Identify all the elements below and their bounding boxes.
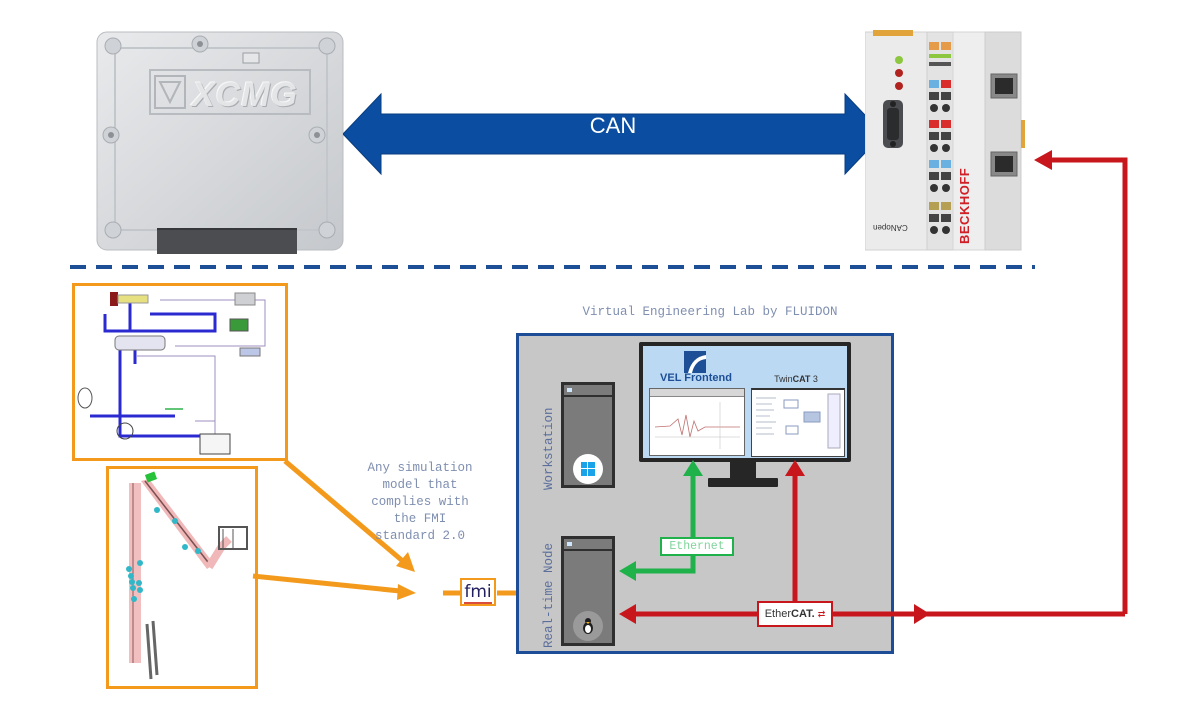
boom-lift-model-image — [126, 471, 248, 680]
ethercat-arrowhead-to-coupler — [1034, 150, 1052, 170]
beckhoff-can-coupler-image: BECKHOFF CANopen — [864, 28, 1027, 254]
ecu-brand-text: XCMG — [192, 76, 298, 114]
signal-plot-thumbnail — [654, 402, 740, 449]
ethercat-arrowhead-right — [914, 604, 930, 624]
caption-line: complies with — [371, 495, 469, 509]
ethernet-arrowhead-left — [619, 561, 636, 581]
caption-line: Any simulation — [367, 461, 473, 475]
ecu-controller-image: XCMG — [95, 30, 345, 254]
twincat-window — [751, 388, 845, 457]
ethernet-arrowhead-up — [683, 460, 703, 476]
ethercat-return-line — [1050, 157, 1128, 614]
ethercat-label-bold: CAT. — [791, 608, 815, 620]
twincat-label: TwinCAT 3 — [751, 374, 841, 384]
vel-frontend-label: VEL Frontend — [660, 372, 732, 384]
monitor: VEL Frontend TwinCAT 3 — [639, 342, 851, 462]
ethernet-line — [635, 475, 696, 574]
fmi-badge: fmi — [460, 578, 496, 606]
lab-title: Virtual Engineering Lab by FLUIDON — [582, 305, 838, 319]
vel-frontend-window — [649, 388, 745, 456]
twincat-label-suffix: 3 — [810, 374, 818, 384]
twincat-project-thumbnail — [756, 393, 841, 449]
hydraulic-circuit-model-panel — [72, 283, 288, 461]
orange-arrow-from-boom-model — [252, 573, 401, 594]
monitor-base — [708, 478, 778, 487]
windows-icon — [573, 454, 603, 484]
fmi-logo-text: fmi — [464, 582, 492, 604]
ethercat-arrowhead-left — [619, 604, 636, 624]
ethercat-arrows-icon: ⇄ — [817, 609, 826, 619]
linux-tux-icon — [573, 611, 603, 641]
ethernet-label: Ethernet — [660, 537, 734, 556]
ethercat-label-prefix: Ether — [764, 608, 792, 620]
ethercat-label: EtherCAT. ⇄ — [757, 601, 833, 627]
can-link-arrow — [343, 92, 883, 176]
orange-arrow-from-hydraulic-model — [283, 459, 407, 565]
caption-line: standard 2.0 — [374, 529, 465, 543]
ethercat-arrowhead-up — [785, 460, 805, 476]
workstation-tower — [561, 382, 615, 488]
monitor-stand — [730, 462, 756, 478]
caption-line: the FMI — [393, 512, 447, 526]
aerial-platform-3d-model-panel — [106, 466, 258, 689]
twincat-label-bold: CAT — [792, 374, 811, 384]
caption-line: model that — [382, 478, 458, 492]
can-arrow-shape — [343, 92, 883, 176]
vel-logo-icon — [684, 351, 706, 373]
ecu-connector — [157, 228, 297, 254]
hydraulic-schematic-diagram — [77, 292, 266, 455]
fmi-compliance-caption: Any simulation model that complies with … — [345, 460, 495, 545]
twincat-label-prefix: Twin — [774, 374, 793, 384]
section-separator-dashed — [70, 265, 1035, 269]
realtime-node-tower — [561, 536, 615, 646]
can-label: CAN — [589, 113, 637, 138]
